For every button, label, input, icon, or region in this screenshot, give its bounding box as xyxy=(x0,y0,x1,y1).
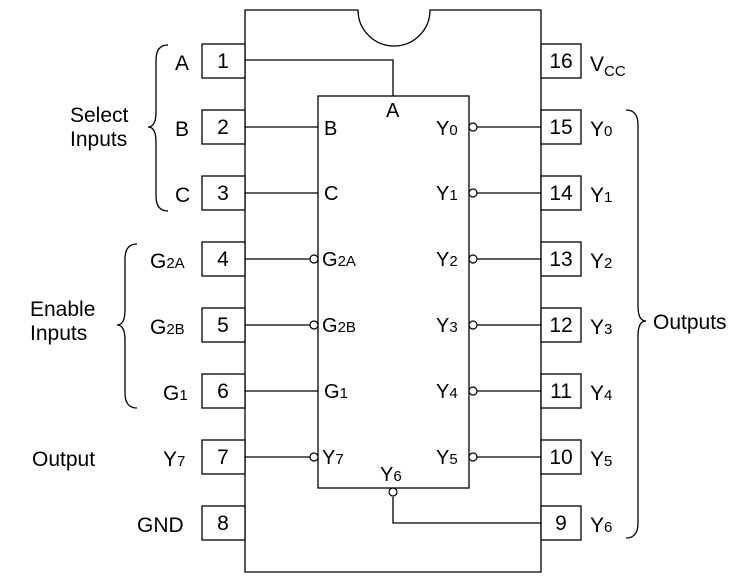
pin-label-a: A xyxy=(175,52,189,75)
inner-label-c: C xyxy=(324,183,338,205)
bubble-y2 xyxy=(468,254,478,264)
inner-label-g2b: G2B xyxy=(322,315,356,337)
pin-label-y0: Y0 xyxy=(590,118,612,141)
pin-label-vcc: VCC xyxy=(590,53,626,80)
inner-labels: A B C G2A G2B G1 Y7 Y0 Y1 Y2 Y3 Y4 Y5 Y6 xyxy=(322,100,458,486)
pin-number: 10 xyxy=(549,446,572,469)
bubble-y3 xyxy=(468,320,478,330)
pin-box-8 xyxy=(201,505,246,541)
bubble-g2a xyxy=(309,254,319,264)
enable-inputs-label-line2: Inputs xyxy=(30,322,87,345)
pin-number: 4 xyxy=(217,248,229,271)
pin-number: 16 xyxy=(549,50,572,73)
pin-number: 11 xyxy=(550,380,572,403)
pin-number: 8 xyxy=(217,512,229,535)
outputs-brace xyxy=(625,109,647,539)
inner-label-y7: Y7 xyxy=(322,447,344,469)
pin-box-9 xyxy=(540,505,582,541)
pin-label-g2b: G2B xyxy=(150,316,185,339)
inner-label-y3: Y3 xyxy=(436,315,458,337)
wire-pin9-y6 xyxy=(392,497,541,524)
left-pin-labels: A B C G2A G2B G1 Y7 GND xyxy=(137,52,190,537)
left-pin-numbers: 1 2 3 4 5 6 7 8 xyxy=(217,50,229,535)
inner-label-y1: Y1 xyxy=(436,183,458,205)
select-inputs-label-line2: Inputs xyxy=(70,128,127,151)
pin-number: 6 xyxy=(217,380,229,403)
pin-label-g2a: G2A xyxy=(150,250,185,273)
wires xyxy=(245,59,541,524)
pin-number: 13 xyxy=(549,248,572,271)
group-labels: Select Inputs Enable Inputs Output Outpu… xyxy=(30,104,727,471)
braces xyxy=(116,44,647,539)
pin-number: 15 xyxy=(549,116,572,139)
inner-label-y4: Y4 xyxy=(436,381,458,403)
pin-label-y2: Y2 xyxy=(590,250,612,273)
pin-label-c: C xyxy=(175,184,190,207)
output-label: Output xyxy=(32,448,95,471)
bubble-y4 xyxy=(468,386,478,396)
pin-label-y3: Y3 xyxy=(590,316,612,339)
pin-label-g1: G1 xyxy=(163,382,188,405)
pin-number: 14 xyxy=(549,182,573,205)
pin-box-11 xyxy=(540,373,582,409)
pin-number: 12 xyxy=(549,314,572,337)
pin-number: 3 xyxy=(217,182,229,205)
bubble-y6 xyxy=(388,487,398,497)
left-pin-boxes xyxy=(201,43,246,541)
pin-number: 1 xyxy=(217,50,229,73)
outputs-label: Outputs xyxy=(653,311,727,334)
bubble-y5 xyxy=(468,452,478,462)
wire-pin1-a xyxy=(245,59,394,96)
enable-inputs-label: Enable xyxy=(30,298,95,321)
pin-number: 7 xyxy=(217,446,229,469)
inner-label-y0: Y0 xyxy=(436,118,458,140)
pin-number: 5 xyxy=(217,314,229,337)
inner-label-b: B xyxy=(324,118,337,140)
pin-box-3 xyxy=(201,175,246,211)
inner-label-y6: Y6 xyxy=(380,464,402,486)
right-pin-numbers: 16 15 14 13 12 11 10 9 xyxy=(549,50,573,535)
pin-box-1 xyxy=(201,43,246,79)
inner-label-g1: G1 xyxy=(324,381,348,403)
pin-label-y5: Y5 xyxy=(590,448,612,471)
pin-box-2 xyxy=(201,109,246,145)
pin-label-y6: Y6 xyxy=(590,514,612,537)
pin-box-16 xyxy=(540,43,582,79)
inversion-bubbles xyxy=(309,122,478,497)
bubble-y7 xyxy=(309,452,319,462)
pin-box-14 xyxy=(540,175,582,211)
logic-block xyxy=(317,95,470,489)
inner-label-y2: Y2 xyxy=(436,249,458,271)
pin-number: 9 xyxy=(555,512,567,535)
right-pin-boxes xyxy=(540,43,582,541)
pin-label-b: B xyxy=(175,118,189,141)
inner-label-a: A xyxy=(386,100,400,122)
select-inputs-label: Select xyxy=(70,104,129,127)
select-inputs-brace xyxy=(147,44,169,212)
package-outline xyxy=(244,9,542,573)
pin-label-y7: Y7 xyxy=(163,448,185,471)
pin-label-y1: Y1 xyxy=(590,184,612,207)
pin-number: 2 xyxy=(217,116,229,139)
bubble-y1 xyxy=(468,188,478,198)
inner-label-y5: Y5 xyxy=(436,447,458,469)
bubble-y0 xyxy=(468,122,478,132)
right-pin-labels: VCC Y0 Y1 Y2 Y3 Y4 Y5 Y6 xyxy=(590,53,626,537)
pin-box-13 xyxy=(540,241,582,277)
inner-label-g2a: G2A xyxy=(322,249,356,271)
pin-label-y4: Y4 xyxy=(590,382,612,405)
enable-inputs-brace xyxy=(116,243,138,409)
pin-label-gnd: GND xyxy=(137,514,184,537)
bubble-g2b xyxy=(309,320,319,330)
